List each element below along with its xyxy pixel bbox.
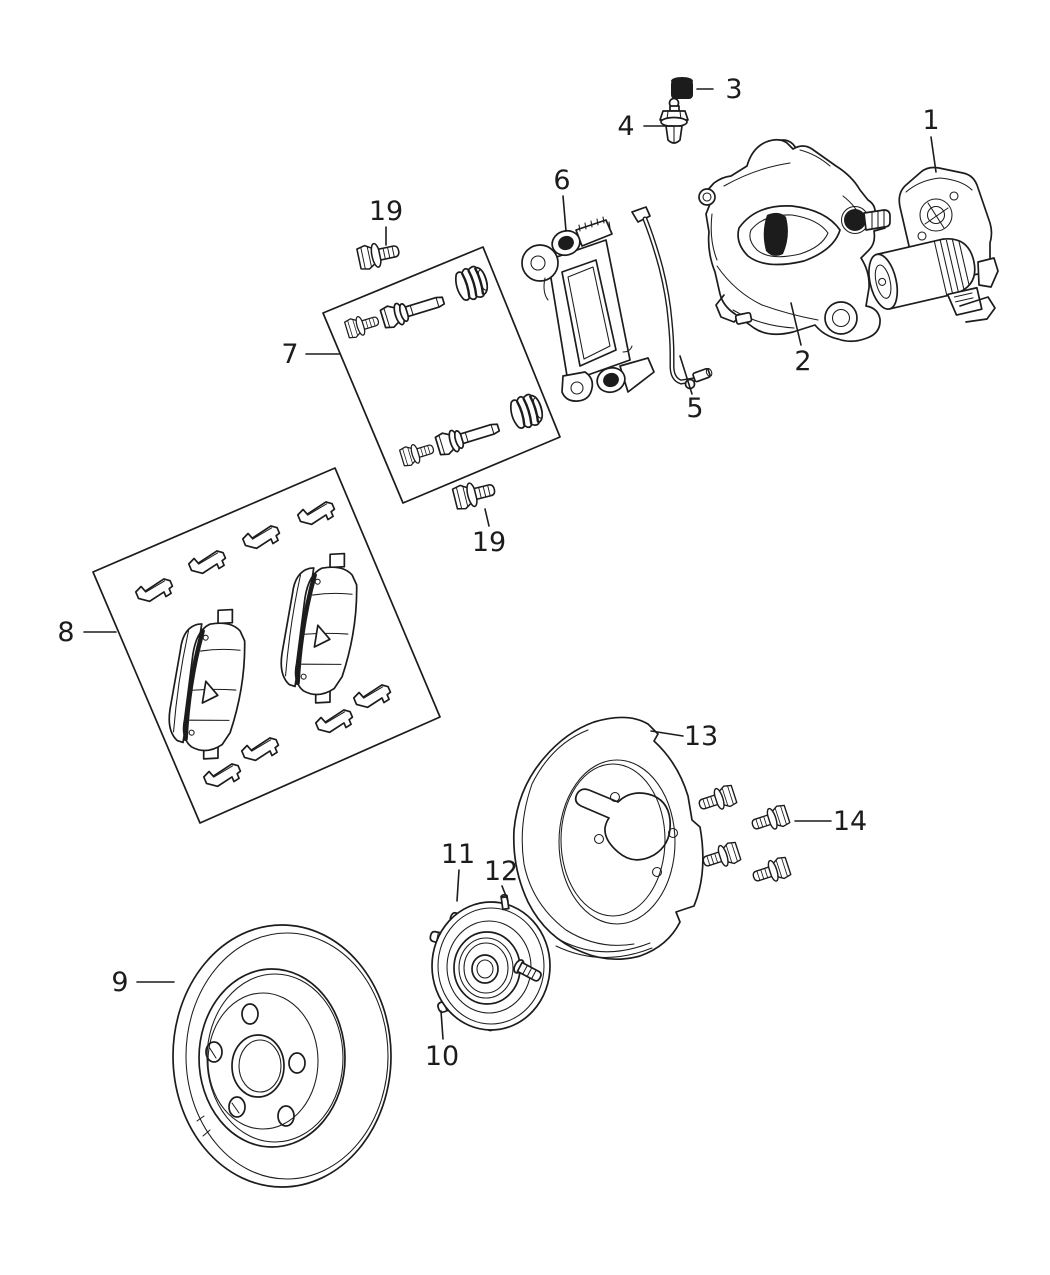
callout-14: 14: [833, 806, 867, 837]
part-spring-clip: [631, 206, 713, 390]
leader-lines: [83, 88, 937, 1040]
part-bleeder-screw: [659, 97, 689, 144]
leader-1: [930, 136, 937, 173]
callout-7: 7: [281, 339, 298, 370]
callout-1: 1: [922, 105, 939, 136]
leader-2: [790, 302, 802, 346]
callout-13: 13: [684, 721, 718, 752]
part-caliper: [698, 138, 891, 343]
callout-2: 2: [794, 346, 811, 377]
part-caliper-adapter: [521, 216, 655, 402]
callout-10: 10: [425, 1041, 459, 1072]
callout-11: 11: [441, 839, 475, 870]
part-mounting-bolt: [699, 840, 742, 873]
part-brake-pad-kit: [92, 467, 441, 824]
part-splash-shield: [512, 716, 704, 961]
leader-11: [456, 869, 460, 902]
callout-19-top: 19: [369, 196, 403, 227]
leader-13: [650, 730, 684, 737]
part-bleeder-cap: [671, 77, 693, 99]
callout-labels: 1 2 3 4 5 6 7 8 9 10 11 12 13 14 19 19: [57, 74, 939, 1072]
leader-19b: [484, 508, 490, 527]
callout-5: 5: [686, 393, 703, 424]
part-hub-assembly: [428, 893, 551, 1035]
part-rotor: [172, 924, 392, 1188]
leader-10: [440, 1010, 444, 1040]
pin-kit-box: [322, 246, 561, 504]
part-mounting-bolt: [695, 783, 738, 816]
callout-12: 12: [484, 856, 518, 887]
part-adapter-bolt: [451, 476, 498, 512]
callout-6: 6: [553, 165, 570, 196]
pad-kit-box: [92, 467, 441, 824]
part-mounting-bolt: [748, 803, 791, 836]
leader-5: [679, 355, 693, 395]
leader-12: [501, 885, 509, 902]
callout-9: 9: [111, 967, 128, 998]
part-mounting-bolt: [749, 855, 792, 888]
callout-4: 4: [617, 111, 634, 142]
callout-19-bottom: 19: [472, 527, 506, 558]
part-adapter-bolt: [355, 238, 402, 272]
part-actuator-motor: [868, 166, 999, 323]
leader-6: [562, 195, 567, 232]
callout-3: 3: [725, 74, 742, 105]
part-guide-pin-kit: [322, 246, 561, 504]
callout-8: 8: [57, 617, 74, 648]
